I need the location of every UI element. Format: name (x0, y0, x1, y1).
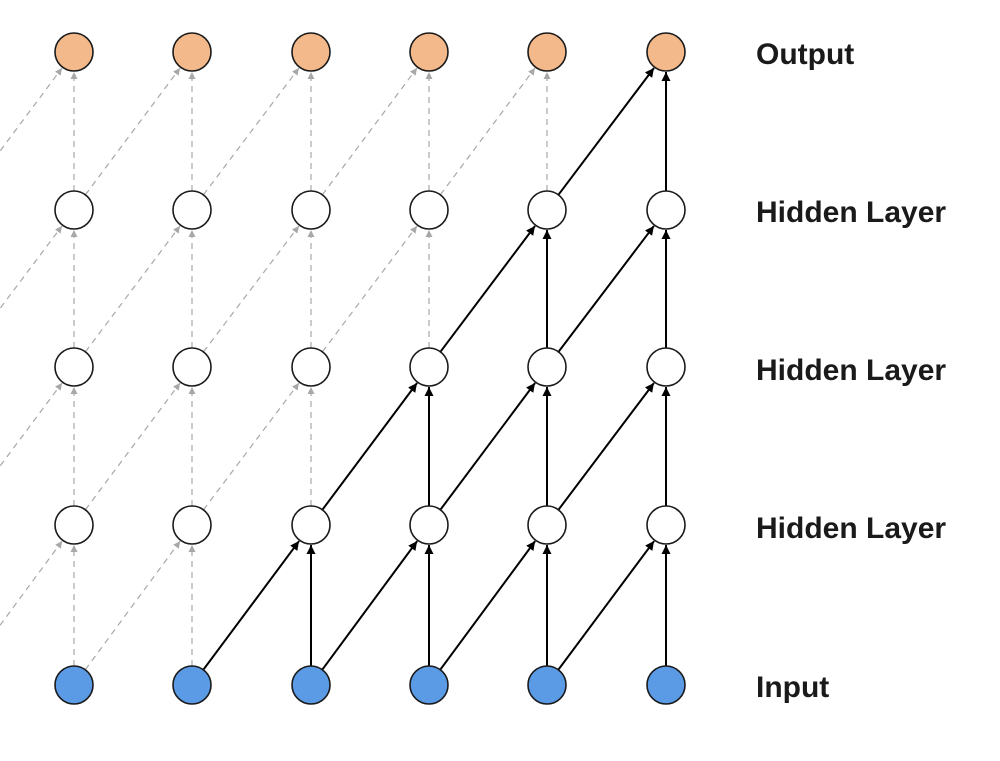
active-edge-diagonal (321, 540, 418, 671)
inactive-edge-diagonal (84, 67, 181, 196)
hidden-node (172, 190, 212, 230)
inactive-edge-diagonal-offscreen (0, 540, 63, 627)
inactive-edge-diagonal-offscreen (0, 382, 63, 468)
input-node (54, 665, 94, 705)
hidden-node (172, 347, 212, 387)
edges-group (0, 67, 671, 671)
output-node (527, 32, 567, 72)
input-node (646, 665, 686, 705)
inactive-edge-diagonal (439, 67, 536, 196)
layer-label-hidden-3: Hidden Layer (756, 196, 946, 229)
hidden-node (527, 347, 567, 387)
hidden-node (291, 190, 331, 230)
input-node (409, 665, 449, 705)
hidden-node (409, 347, 449, 387)
layer-label-output: Output (756, 38, 854, 71)
active-edge-diagonal (557, 67, 655, 196)
active-edge-diagonal (439, 540, 536, 671)
active-edge-diagonal (439, 382, 536, 511)
layer-label-hidden-1: Hidden Layer (756, 512, 946, 545)
inactive-edge-diagonal-offscreen (0, 225, 63, 310)
input-node (291, 665, 331, 705)
inactive-edge-diagonal (202, 225, 300, 353)
hidden-node (172, 505, 212, 545)
inactive-edge-diagonal (84, 225, 181, 353)
hidden-node (54, 505, 94, 545)
input-node (172, 665, 212, 705)
output-node (291, 32, 331, 72)
hidden-node (646, 347, 686, 387)
hidden-node (527, 190, 567, 230)
active-edge-diagonal (557, 382, 655, 511)
inactive-edge-diagonal (202, 382, 300, 511)
layer-labels: Output Hidden Layer Hidden Layer Hidden … (756, 38, 946, 704)
inactive-edge-diagonal-offscreen (0, 67, 63, 153)
inactive-edge-diagonal (321, 67, 418, 196)
hidden-node (646, 190, 686, 230)
hidden-node (409, 505, 449, 545)
output-node (646, 32, 686, 72)
hidden-node (409, 190, 449, 230)
active-edge-diagonal (321, 382, 418, 511)
layer-label-input: Input (756, 671, 829, 704)
nodes-group (54, 32, 686, 705)
output-node (54, 32, 94, 72)
hidden-node (54, 190, 94, 230)
input-node (527, 665, 567, 705)
hidden-node (646, 505, 686, 545)
output-node (172, 32, 212, 72)
hidden-node (54, 347, 94, 387)
inactive-edge-diagonal (84, 382, 181, 511)
layer-label-hidden-2: Hidden Layer (756, 354, 946, 387)
active-edge-diagonal (439, 225, 536, 353)
inactive-edge-diagonal (84, 540, 181, 671)
hidden-node (527, 505, 567, 545)
inactive-edge-diagonal (202, 67, 300, 196)
active-edge-diagonal (202, 540, 300, 671)
hidden-node (291, 347, 331, 387)
hidden-node (291, 505, 331, 545)
active-edge-diagonal (557, 225, 655, 353)
output-node (409, 32, 449, 72)
active-edge-diagonal (557, 540, 655, 671)
inactive-edge-diagonal (321, 225, 418, 353)
